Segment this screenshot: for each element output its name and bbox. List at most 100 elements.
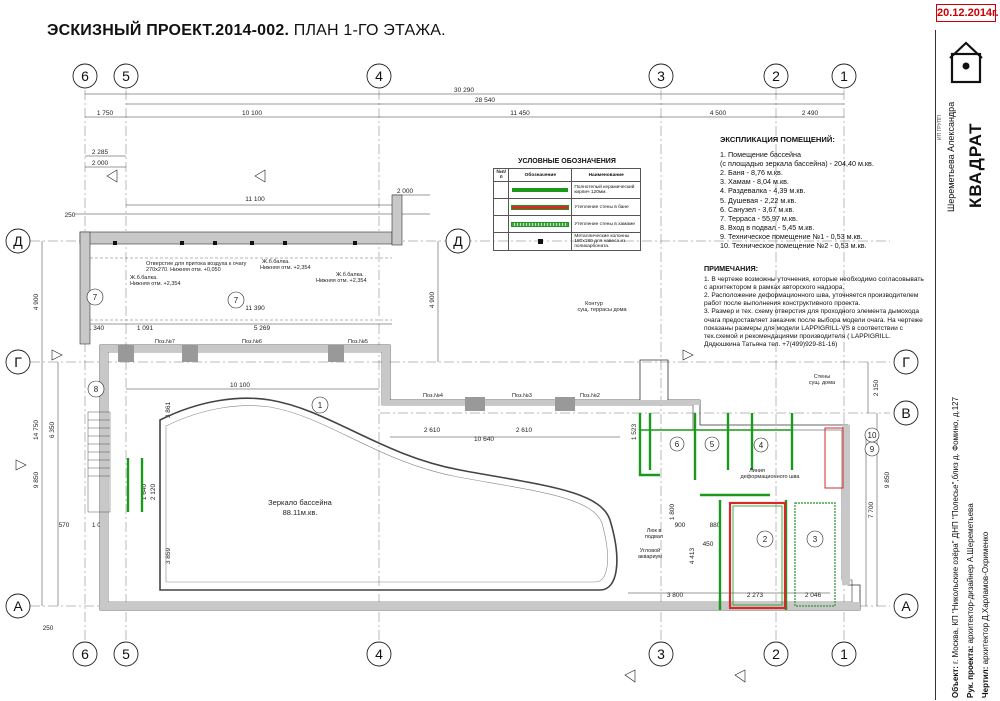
axis-mid-d: Д — [453, 233, 463, 249]
explication-item: 7. Терраса - 55,97 м.кв. — [720, 213, 798, 223]
dim-4413: 4 413 — [689, 547, 696, 564]
walls-house-label-2: сущ. дома — [809, 380, 836, 386]
dim-right-2000: 2 000 — [397, 188, 414, 195]
column-swatch — [537, 239, 543, 244]
axis-bottom-2: 2 — [772, 646, 780, 662]
deform-line-label: Линия — [749, 468, 765, 474]
legend-row-name: Металлические колонны 180x180 для навеса… — [571, 232, 641, 251]
legend-row-name: Утепление стены в хамаме — [571, 215, 641, 233]
dim-880: 880 — [710, 522, 721, 529]
terrace-contour-label-2: сущ. террасы дома — [577, 307, 627, 313]
axis-bottom-5: 5 — [122, 646, 130, 662]
room-9: 9 — [870, 445, 875, 454]
room-2: 2 — [763, 535, 768, 544]
room-6: 6 — [675, 440, 680, 449]
axis-bottom-6: 6 — [81, 646, 89, 662]
axis-top-2: 2 — [772, 68, 780, 84]
explication-title: ЭКСПЛИКАЦИЯ ПОМЕЩЕНИЙ: — [720, 135, 835, 144]
room-4: 4 — [759, 441, 764, 450]
title-light: ПЛАН 1-ГО ЭТАЖА. — [289, 22, 446, 39]
axis-top-4: 4 — [375, 68, 383, 84]
hatch-label: Люк в — [647, 528, 662, 534]
stamp-head-label: Рук. проекта: — [966, 645, 975, 698]
dim-left-6350: 6 350 — [49, 421, 56, 438]
legend-row-name: Утепление стены в бане — [571, 198, 641, 216]
axis-left-a: А — [13, 598, 23, 614]
dim-left-9850: 9 850 — [33, 471, 40, 488]
hatch-label-2: подвал — [645, 534, 663, 540]
dim-570: 570 — [59, 522, 70, 529]
legend-title: УСЛОВНЫЕ ОБОЗНАЧЕНИЯ — [518, 158, 616, 165]
room-7a: 7 — [93, 293, 98, 302]
title-bold: ЭСКИЗНЫЙ ПРОЕКТ.2014-002. — [47, 22, 290, 39]
stamp-author: Шереметьева Александра — [946, 101, 956, 212]
pos7-label: Поз.№7 — [155, 339, 175, 345]
dim-top-11390: 11 390 — [245, 305, 265, 312]
dim-row-1340: 1 340 — [88, 325, 105, 332]
note-item: 1. В чертеже возможны уточнения, которые… — [704, 276, 924, 292]
stamp-draw-label: Чертил: — [981, 666, 990, 698]
dim-overall-1: 30 290 — [454, 87, 474, 94]
corner-aqua-label: Угловой — [640, 547, 660, 554]
stamp-head: Рук. проекта: архитектор-дизайнер А.Шере… — [966, 503, 975, 698]
dim-3861: 3 861 — [165, 401, 172, 418]
hamam-walls — [794, 427, 844, 607]
explication-item: 8. Вход в подвал - 5,45 м.кв. — [720, 222, 815, 232]
metal-columns — [113, 241, 357, 245]
dim-left-4900: 4 900 — [33, 293, 40, 310]
stamp-draw: Чертил: архитектор Д.Харламов-Охрименко — [981, 532, 990, 698]
sauna-swatch — [511, 204, 570, 210]
dim-seg-5: 2 490 — [802, 110, 819, 117]
dim-seg-4: 4 500 — [710, 110, 727, 117]
explication-item: 9. Техническое помещение №1 - 0,53 м.кв. — [720, 231, 863, 241]
deform-line-label-2: деформационного шва — [741, 474, 801, 480]
explication-item: 4. Раздевалка - 4,39 м.кв. — [720, 186, 806, 196]
notes: ПРИМЕЧАНИЯ: 1. В чертеже возможны уточне… — [704, 264, 926, 349]
dim-row-2610b: 2 610 — [516, 427, 533, 434]
pos4-label: Поз.№4 — [423, 393, 443, 399]
legend-row: Полнотелый керамический кирпич 120мм. — [492, 181, 641, 199]
beam1-label: Ж.б.балка. — [130, 275, 158, 281]
axis-bottom-1: 1 — [840, 646, 848, 662]
note-item: 3. Размер и тех. схему отверстия для про… — [704, 308, 923, 348]
pool-inner-edge — [165, 405, 608, 583]
note-item: 2. Расположение деформационного шва, уто… — [704, 292, 919, 308]
hamam-swatch — [511, 221, 570, 227]
legend-col-num: №п/п — [492, 168, 510, 182]
axis-left-d: Д — [13, 233, 23, 249]
legend-col-sign: Обозначение — [508, 168, 573, 182]
pos2-label: Поз.№2 — [580, 393, 600, 399]
room-10: 10 — [868, 431, 877, 440]
dim-right-9850: 9 850 — [884, 471, 891, 488]
dim-1800: 1 800 — [669, 503, 676, 520]
axis-right-g: Г — [902, 354, 910, 370]
pos5-label: Поз.№5 — [348, 339, 368, 345]
explication-item: 1. Помещение бассейна — [720, 150, 802, 160]
dim-row-1091: 1 091 — [137, 325, 154, 332]
dim-right-4900: 4 900 — [429, 291, 436, 308]
pool-mirror-label: Зеркало бассейна — [268, 498, 333, 507]
explication-item: 10. Техническое помещение №2 - 0,53 м.кв… — [720, 241, 867, 251]
dim-250-bottom: 250 — [43, 625, 54, 632]
pool-area-label: 88.11м.кв. — [283, 508, 318, 517]
legend-row: Металлические колонны 180x180 для навеса… — [492, 232, 641, 251]
dim-left-2000: 2 000 — [92, 160, 109, 167]
pos6-label: Поз.№6 — [242, 339, 262, 345]
room-7b: 7 — [234, 296, 239, 305]
stamp-object: Объект: г. Москва, КП "Никольские озёра"… — [951, 397, 960, 698]
date-badge: 20.12.2014г. — [936, 4, 999, 22]
room-3: 3 — [813, 535, 818, 544]
page-title: ЭСКИЗНЫЙ ПРОЕКТ.2014-002. ПЛАН 1-ГО ЭТАЖ… — [47, 22, 446, 40]
dim-pool-10100: 10 100 — [230, 382, 250, 389]
explication-item: (с площадью зеркала бассейна) - 204,40 м… — [720, 159, 874, 169]
stamp-head-value: архитектор-дизайнер А.Шереметьева — [966, 503, 975, 644]
opening-label-2: 270x270. Нижняя отм. +0,050 — [146, 267, 221, 273]
axis-right-a: А — [901, 598, 911, 614]
dim-row-10640: 10 640 — [474, 436, 494, 443]
dim-1640: 1 640 — [141, 483, 148, 500]
opening-label: Отверстие для притока воздуха к очагу — [146, 261, 247, 267]
legend-col-name: Наименование — [571, 168, 641, 182]
dim-left-14750: 14 750 — [33, 420, 40, 440]
explication-item: 3. Хамам - 8,04 м.кв. — [720, 177, 789, 187]
dim-row-2046: 2 046 — [805, 592, 822, 599]
